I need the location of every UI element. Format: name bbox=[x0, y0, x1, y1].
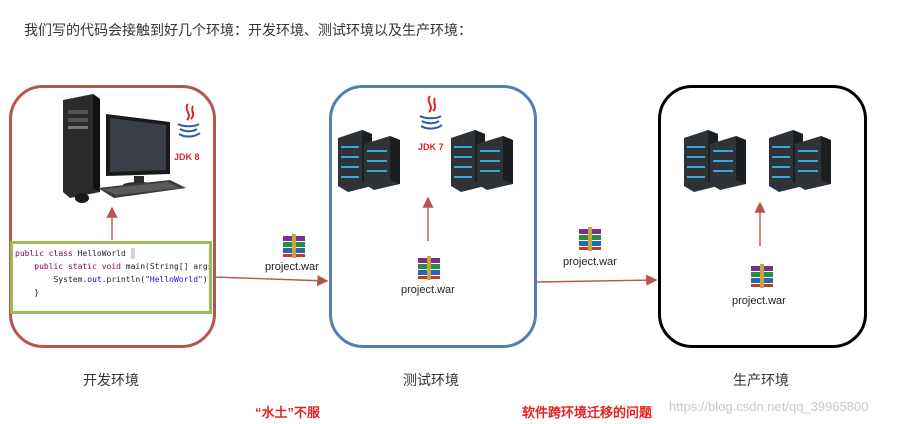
prod-env-label: 生产环境 bbox=[733, 372, 789, 388]
winrar-archive-icon bbox=[751, 264, 773, 288]
code-line: public static void main(String[] args) { bbox=[34, 262, 209, 271]
code-snippet: public class HelloWorld public static vo… bbox=[10, 241, 212, 314]
code-line: public class HelloWorld bbox=[15, 247, 209, 260]
java-logo-icon bbox=[177, 103, 201, 138]
watermark-text: https://blog.csdn.net/qq_39965800 bbox=[669, 399, 869, 414]
server-rack-icon bbox=[451, 130, 513, 192]
left-note: “水土”不服 bbox=[255, 405, 321, 420]
desktop-computer-icon bbox=[63, 94, 186, 203]
server-rack-icon bbox=[769, 130, 831, 192]
winrar-archive-icon bbox=[579, 227, 601, 251]
arrow-code-to-test bbox=[212, 275, 329, 287]
code-line: } bbox=[34, 288, 40, 297]
winrar-archive-icon bbox=[418, 256, 440, 280]
jdk8-label: JDK 8 bbox=[174, 152, 200, 162]
war-label: project.war bbox=[265, 261, 319, 273]
intro-text: 我们写的代码会接触到好几个环境：开发环境、测试环境以及生产环境： bbox=[24, 22, 472, 38]
server-rack-icon bbox=[684, 130, 746, 192]
war-label: project.war bbox=[732, 295, 786, 307]
winrar-archive-icon bbox=[283, 234, 305, 258]
war-label: project.war bbox=[563, 256, 617, 268]
right-note: 软件跨环境迁移的问题 bbox=[522, 405, 653, 420]
war-label: project.war bbox=[401, 284, 455, 296]
arrow-test-to-prod bbox=[536, 274, 658, 286]
java-logo-icon bbox=[419, 95, 443, 130]
dev-env-label: 开发环境 bbox=[83, 372, 139, 388]
test-env-label: 测试环境 bbox=[403, 372, 459, 388]
code-line: System.out.println("HelloWorld"); bbox=[53, 275, 212, 284]
prod-env-box bbox=[658, 85, 867, 348]
jdk7-label: JDK 7 bbox=[418, 142, 444, 152]
server-rack-icon bbox=[338, 130, 400, 192]
